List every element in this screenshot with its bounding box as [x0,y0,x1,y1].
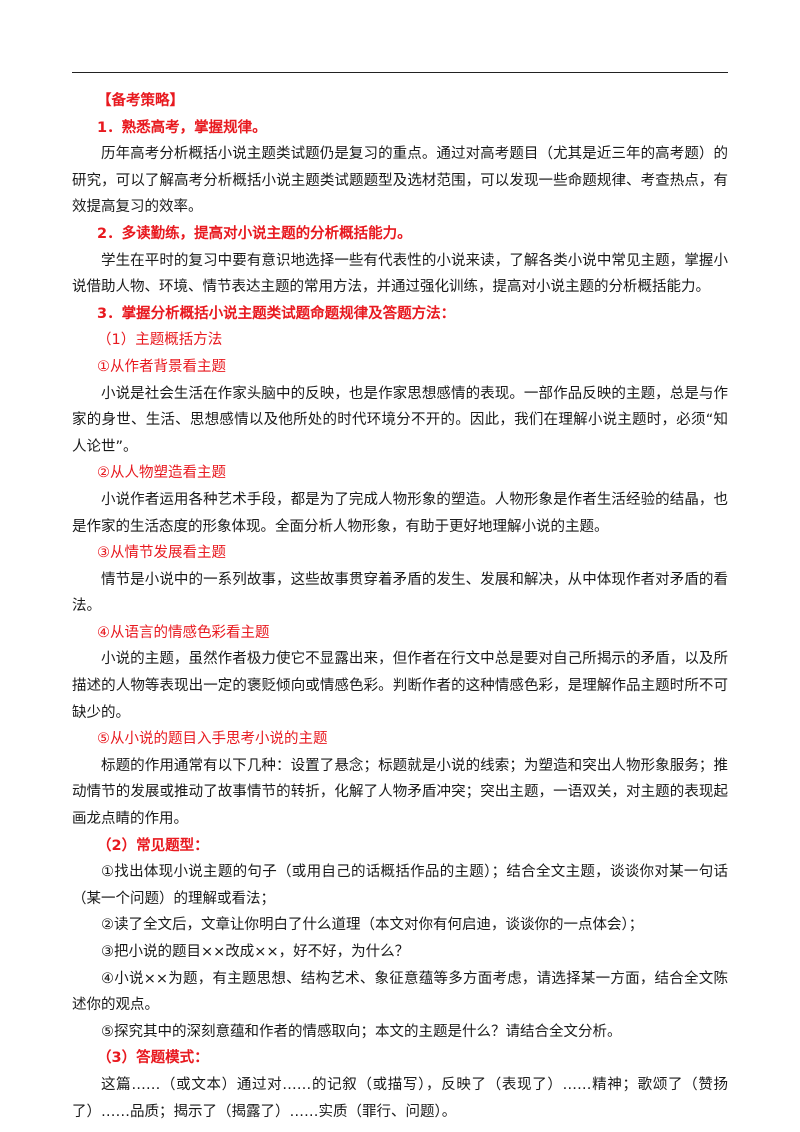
method4-text: 小说的主题，虽然作者极力使它不显露出来，但作者在行文中总是要对自己所揭示的矛盾，… [72,651,728,721]
point1-text: 历年高考分析概括小说主题类试题仍是复习的重点。通过对高考题目（尤其是近三年的高考… [72,146,728,216]
method3-text: 情节是小说中的一系列故事，这些故事贯穿着矛盾的发生、发展和解决，从中体现作者对矛… [72,571,728,615]
point2-heading: 2．多读勤练，提高对小说主题的分析概括能力。 [97,225,412,242]
sub3-heading: （3）答题模式： [97,1050,209,1067]
answer-template: 这篇……（或文本）通过对……的记叙（或描写），反映了（表现了）……精神；歌颂了（… [72,1076,728,1120]
sub1-heading: （1）主题概括方法 [97,332,223,349]
method2-heading: ②从人物塑造看主题 [97,465,226,482]
method1-heading: ①从作者背景看主题 [97,358,226,375]
question-type-1: ①找出体现小说主题的句子（或用自己的话概括作品的主题）；结合全文主题，谈谈你对某… [72,864,728,907]
question-type-3: ③把小说的题目××改成××，好不好，为什么？ [101,944,410,960]
sub2-heading: （2）常见题型： [97,837,209,854]
method3-heading: ③从情节发展看主题 [97,545,226,562]
method4-heading: ④从语言的情感色彩看主题 [97,624,270,641]
method1-text: 小说是社会生活在作家头脑中的反映，也是作家思想感情的表现。一部作品反映的主题，总… [72,385,728,455]
point2-text: 学生在平时的复习中要有意识地选择一些有代表性的小说来读，了解各类小说中常见主题，… [72,252,728,296]
method5-heading: ⑤从小说的题目入手思考小说的主题 [97,731,328,748]
document-body: 【备考策略】 1．熟悉高考，掌握规律。 历年高考分析概括小说主题类试题仍是复习的… [72,88,728,1125]
method2-text: 小说作者运用各种艺术手段，都是为了完成人物形象的塑造。人物形象是作者生活经验的结… [72,491,728,535]
header-rule [72,72,728,73]
point3-heading: 3．掌握分析概括小说主题类试题命题规律及答题方法： [97,305,456,322]
question-type-2: ②读了全文后，文章让你明白了什么道理（本文对你有何启迪，谈谈你的一点体会）； [101,917,644,934]
question-type-4: ④小说××为题，有主题思想、结构艺术、象征意蕴等多方面考虑，请选择某一方面，结合… [72,970,728,1014]
section-title: 【备考策略】 [97,93,184,109]
question-type-5: ⑤探究其中的深刻意蕴和作者的情感取向；本文的主题是什么？请结合全文分析。 [101,1023,622,1040]
method5-text: 标题的作用通常有以下几种：设置了悬念；标题就是小说的线索；为塑造和突出人物形象服… [72,757,728,828]
point1-heading: 1．熟悉高考，掌握规律。 [97,119,267,136]
